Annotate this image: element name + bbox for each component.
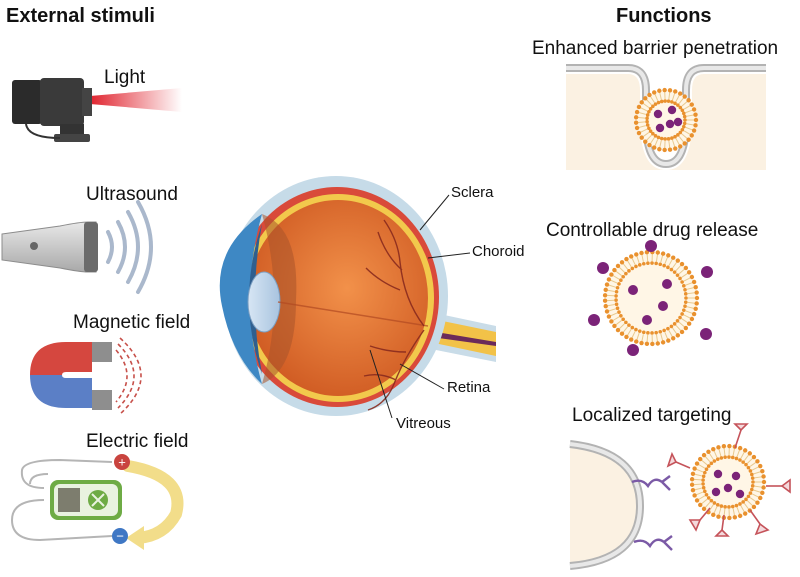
- negative-sign: −: [116, 529, 124, 544]
- drug-release-illustration: [588, 240, 713, 356]
- external-stimuli-heading: External stimuli: [6, 5, 155, 27]
- vitreous: [248, 200, 428, 396]
- eye-leader-lines: [369, 194, 471, 419]
- targeting-illustration: [569, 423, 791, 570]
- positive-sign: +: [118, 455, 126, 470]
- retina-label: Retina: [447, 379, 491, 396]
- functions-heading: Functions: [616, 5, 712, 27]
- liposome-2: [602, 249, 700, 347]
- vitreous-label: Vitreous: [396, 415, 451, 432]
- magnet-icon: [30, 342, 112, 410]
- laser-beam: [90, 88, 182, 112]
- choroid-label: Choroid: [472, 243, 525, 260]
- targeting-ligands: [666, 423, 791, 537]
- receptors: [631, 475, 673, 551]
- electric-arrow-icon: [122, 460, 184, 550]
- blood-vessels: [363, 219, 425, 411]
- positive-electrode: +: [114, 454, 130, 470]
- liposome-1: [633, 87, 699, 153]
- ultrasound-probe-icon: [1, 221, 98, 273]
- laser-device-icon: [12, 78, 182, 142]
- lens: [247, 271, 281, 333]
- barrier-penetration-label: Enhanced barrier penetration: [532, 38, 779, 59]
- stimulator-device-icon: [50, 480, 122, 520]
- negative-electrode: −: [112, 528, 128, 544]
- electric-field-label: Electric field: [86, 431, 189, 452]
- cornea: [219, 214, 262, 384]
- localized-targeting-label: Localized targeting: [572, 405, 732, 426]
- magnetic-field-lines-icon: [115, 337, 142, 415]
- drug-release-label: Controllable drug release: [546, 220, 759, 241]
- electric-wires: [10, 458, 113, 542]
- light-label: Light: [104, 67, 146, 88]
- eye-illustration: [219, 176, 496, 416]
- ultrasound-waves-icon: [106, 200, 153, 294]
- barrier-penetration-illustration: [566, 64, 766, 170]
- magnetic-field-label: Magnetic field: [73, 312, 191, 333]
- released-drugs: [588, 240, 713, 356]
- sclera-label: Sclera: [451, 184, 494, 201]
- liposome-3: [689, 443, 767, 521]
- ultrasound-label: Ultrasound: [86, 184, 178, 205]
